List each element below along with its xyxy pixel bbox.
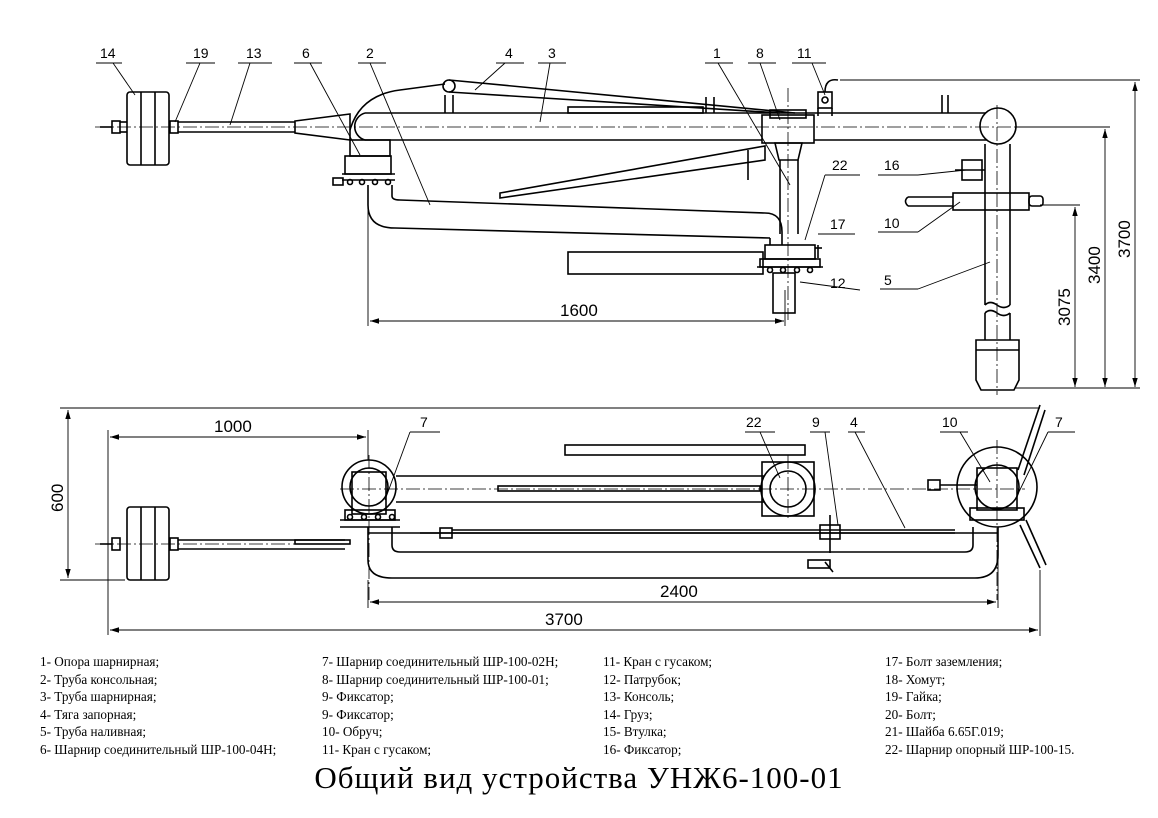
legend-item: 8- Шарнир соединительный ШР-100-01; bbox=[322, 671, 549, 687]
legend-item: 15- Втулка; bbox=[603, 724, 667, 739]
side-view bbox=[95, 78, 1044, 395]
plan-view-callouts bbox=[384, 431, 1075, 529]
legend-item: 17- Болт заземления; bbox=[885, 654, 1003, 669]
callout-22-plan: 22 bbox=[746, 414, 762, 430]
hinged-pipe bbox=[353, 95, 1017, 145]
dim-3700-horizontal: 3700 bbox=[545, 610, 583, 629]
plan-view-callout-numbers: 7 22 9 4 10 7 bbox=[420, 414, 1063, 430]
callout-5: 5 bbox=[884, 272, 892, 288]
dim-2400: 2400 bbox=[660, 582, 698, 601]
callout-7-right: 7 bbox=[1055, 414, 1063, 430]
legend-item: 4- Тяга запорная; bbox=[40, 706, 137, 722]
legend-item: 19- Гайка; bbox=[885, 689, 942, 704]
plan-joint-7-left bbox=[340, 459, 400, 528]
legend-column-4: 17- Болт заземления; 18- Хомут; 19- Гайк… bbox=[885, 653, 1074, 758]
callout-3: 3 bbox=[548, 45, 556, 61]
plan-view-dimensions bbox=[60, 407, 1041, 636]
legend-item: 16- Фиксатор; bbox=[603, 741, 682, 757]
callout-13: 13 bbox=[246, 45, 262, 61]
side-view-dimensions bbox=[367, 79, 1140, 389]
legend-item: 5- Труба наливная; bbox=[40, 724, 147, 739]
callout-12: 12 bbox=[830, 275, 846, 291]
callout-17: 17 bbox=[830, 216, 846, 232]
console-pipe bbox=[367, 185, 783, 246]
callout-8: 8 bbox=[756, 45, 764, 61]
legend-item: 9- Фиксатор; bbox=[322, 689, 394, 704]
hinge-joint-6 bbox=[332, 79, 456, 186]
legend-item: 9- Фиксатор; bbox=[322, 706, 394, 722]
legend-column-1: 1- Опора шарнирная; 2- Труба консольная;… bbox=[40, 653, 276, 758]
legend-item: 21- Шайба 6.65Г.019; bbox=[885, 724, 1004, 739]
legend-item: 10- Обруч; bbox=[322, 724, 383, 739]
stub-pipe bbox=[567, 251, 796, 314]
legend-column-3: 11- Кран с гусаком; 12- Патрубок; 13- Ко… bbox=[603, 653, 712, 758]
legend-item: 6- Шарнир соединительный ШР-100-04Н; bbox=[40, 741, 277, 757]
hoop-10 bbox=[904, 192, 1044, 211]
side-view-callout-numbers: 14 19 13 6 2 4 3 1 8 11 22 16 10 17 12 5 bbox=[100, 45, 900, 291]
legend-item: 1- Опора шарнирная; bbox=[40, 654, 160, 669]
dim-1000: 1000 bbox=[214, 417, 252, 436]
plan-counterweight bbox=[111, 506, 179, 581]
dim-3075: 3075 bbox=[1055, 288, 1074, 326]
dim-3400: 3400 bbox=[1085, 246, 1104, 284]
filling-pipe bbox=[975, 144, 1020, 391]
legend-item: 3- Труба шарнирная; bbox=[40, 689, 157, 704]
dim-3700-vertical: 3700 bbox=[1115, 220, 1134, 258]
legend-item: 22- Шарнир опорный ШР-100-15. bbox=[885, 741, 1075, 757]
legend-item: 13- Консоль; bbox=[603, 689, 675, 704]
latch-16 bbox=[955, 159, 985, 181]
drawing-title: Общий вид устройства УНЖ6-100-01 bbox=[314, 760, 844, 795]
callout-16: 16 bbox=[884, 157, 900, 173]
callout-9: 9 bbox=[812, 414, 820, 430]
legend-item: 2- Труба консольная; bbox=[40, 671, 158, 687]
dim-600: 600 bbox=[48, 484, 67, 512]
callout-19: 19 bbox=[193, 45, 209, 61]
counterweight bbox=[111, 91, 179, 166]
legend-item: 11- Кран с гусаком; bbox=[603, 654, 713, 669]
callout-4-plan: 4 bbox=[850, 414, 858, 430]
callout-22: 22 bbox=[832, 157, 848, 173]
side-view-callouts bbox=[96, 62, 991, 291]
callout-1: 1 bbox=[713, 45, 721, 61]
dim-1600: 1600 bbox=[560, 301, 598, 320]
legend-item: 18- Хомут; bbox=[885, 671, 946, 687]
legend-column-2: 7- Шарнир соединительный ШР-100-02Н; 8- … bbox=[322, 653, 558, 758]
gooseneck-valve bbox=[817, 78, 839, 116]
legend-item: 12- Патрубок; bbox=[603, 671, 682, 687]
callout-6: 6 bbox=[302, 45, 310, 61]
callout-7-left: 7 bbox=[420, 414, 428, 430]
callout-14: 14 bbox=[100, 45, 116, 61]
legend-item: 7- Шарнир соединительный ШР-100-02Н; bbox=[322, 654, 559, 669]
side-view-dimension-values: 1600 3075 3400 3700 bbox=[560, 220, 1134, 326]
plan-view-dimension-values: 1000 600 2400 3700 bbox=[48, 417, 698, 629]
callout-2: 2 bbox=[366, 45, 374, 61]
support-joint-22 bbox=[757, 244, 823, 274]
plan-view bbox=[95, 404, 1047, 600]
support-plate bbox=[499, 145, 766, 199]
legend-item: 20- Болт; bbox=[885, 706, 936, 722]
callout-4: 4 bbox=[505, 45, 513, 61]
callout-10: 10 bbox=[884, 215, 900, 231]
lock-rod bbox=[444, 79, 796, 114]
legend-item: 14- Груз; bbox=[603, 706, 653, 722]
callout-11: 11 bbox=[797, 45, 812, 61]
legend-item: 11- Кран с гусаком; bbox=[322, 741, 432, 757]
callout-10-plan: 10 bbox=[942, 414, 958, 430]
